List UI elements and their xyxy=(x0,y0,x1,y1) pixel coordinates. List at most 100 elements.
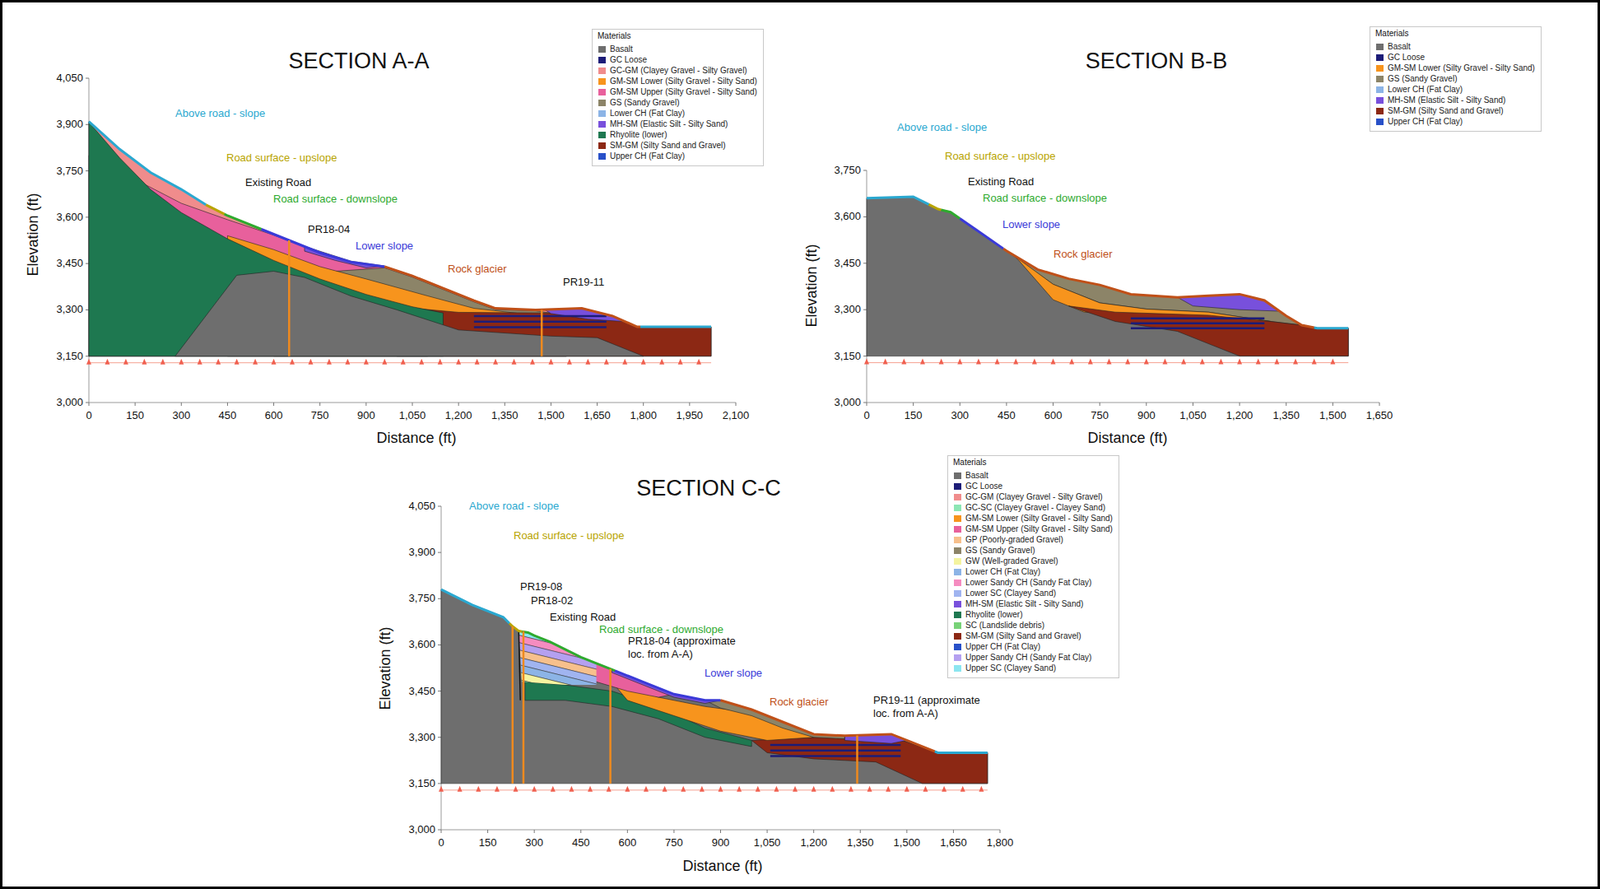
tick-label: 900 xyxy=(1137,409,1156,423)
boundary-marker xyxy=(344,358,350,365)
legend-row: GC Loose xyxy=(1376,51,1535,63)
tick-mark xyxy=(863,309,867,311)
legend-swatch xyxy=(953,568,962,576)
tick-mark xyxy=(1145,402,1147,406)
legend-text: Upper CH (Fat Clay) xyxy=(1387,116,1463,127)
boundary-marker xyxy=(567,358,573,365)
legend-text: GM-SM Lower (Silty Gravel - Silty Sand) xyxy=(965,512,1113,524)
legend-row: GC Loose xyxy=(598,54,758,66)
tick-label: 3,750 xyxy=(408,591,436,605)
legend-swatch xyxy=(953,525,962,533)
annotation: PR18-04 xyxy=(307,223,350,237)
legend-swatch xyxy=(1376,54,1384,61)
boundary-marker xyxy=(1181,358,1187,365)
annotation: PR18-04 (approximate loc. from A-A) xyxy=(627,634,752,661)
boundary-marker xyxy=(1255,358,1261,365)
boundary-marker xyxy=(568,786,574,792)
legend-row: Lower CH (Fat Clay) xyxy=(1376,83,1535,95)
legend-swatch xyxy=(598,153,606,160)
tick-mark xyxy=(580,829,582,833)
tick-mark xyxy=(863,170,867,172)
legend-text: GP (Poorly-graded Gravel) xyxy=(965,534,1064,545)
boundary-marker xyxy=(1013,358,1019,365)
tick-label: 2,100 xyxy=(722,409,750,423)
surface-profile xyxy=(224,213,262,229)
legend-swatch xyxy=(598,56,606,64)
tick-label: 3,450 xyxy=(833,256,861,270)
tick-mark xyxy=(673,829,675,833)
legend-row: GC-SC (Clayey Gravel - Clayey Sand) xyxy=(953,502,1113,513)
tick-mark xyxy=(85,402,89,404)
boundary-marker xyxy=(474,358,480,365)
tick-mark xyxy=(85,78,89,80)
tick-label: 4,050 xyxy=(55,71,84,85)
axis-title: Elevation (ft) xyxy=(24,192,43,276)
legend-text: Upper Sandy CH (Sandy Fat Clay) xyxy=(965,651,1092,663)
legend-text: GC-GM (Clayey Gravel - Silty Gravel) xyxy=(965,491,1103,503)
legend-swatch xyxy=(953,643,962,651)
tick-mark xyxy=(437,829,442,831)
boundary-marker xyxy=(883,358,889,365)
legend-row: SM-GM (Silty Sand and Gravel) xyxy=(1376,105,1535,117)
surface-profile xyxy=(1314,326,1349,331)
legend-swatch xyxy=(1376,97,1384,104)
annotation: Lower slope xyxy=(355,239,414,253)
tick-label: 1,650 xyxy=(1366,409,1394,423)
surface-profile xyxy=(88,121,206,205)
tick-mark xyxy=(550,402,552,406)
boundary-marker xyxy=(885,786,891,792)
tick-mark xyxy=(85,170,89,172)
legend-title: Materials xyxy=(597,31,632,42)
tick-mark xyxy=(85,216,89,218)
tick-mark xyxy=(88,402,90,406)
legend-swatch xyxy=(953,536,962,544)
boundary-marker xyxy=(104,358,110,365)
annotation: Rock glacier xyxy=(447,262,507,276)
legend-row: GC-GM (Clayey Gravel - Silty Gravel) xyxy=(953,491,1113,503)
legend-text: MH-SM (Elastic Silt - Silty Sand) xyxy=(965,598,1084,610)
surface-profile xyxy=(959,218,1004,250)
legend-text: Basalt xyxy=(1387,41,1411,52)
tick-label: 1,500 xyxy=(893,836,921,850)
section-plot xyxy=(85,78,736,406)
legend-text: SC (Landslide debris) xyxy=(965,619,1045,631)
surface-profile xyxy=(929,204,942,210)
boundary-marker xyxy=(548,358,554,365)
legend-text: MH-SM (Elastic Silt - Silty Sand) xyxy=(609,118,728,130)
tick-label: 3,750 xyxy=(55,164,84,178)
legend-row: GM-SM Lower (Silty Gravel - Silty Sand) xyxy=(598,75,758,87)
legend-row: GC Loose xyxy=(953,480,1113,492)
surface-profile xyxy=(441,589,510,624)
annotation: Lower slope xyxy=(704,666,763,680)
tick-mark xyxy=(596,402,598,406)
tick-mark xyxy=(912,402,914,406)
boundary-marker xyxy=(1051,358,1056,365)
tick-mark xyxy=(813,829,814,833)
boundary-marker xyxy=(1293,358,1298,365)
legend-row: GS (Sandy Gravel) xyxy=(953,544,1113,556)
tick-mark xyxy=(1379,402,1381,406)
section-title: SECTION B-B xyxy=(1085,47,1228,75)
legend-row: GW (Well-graded Gravel) xyxy=(953,555,1113,567)
tick-mark xyxy=(735,402,737,406)
surface-profile xyxy=(934,751,988,753)
tick-label: 300 xyxy=(525,836,544,850)
annotation: Road surface - upslope xyxy=(226,151,337,165)
tick-label: 600 xyxy=(618,836,637,850)
annotation: Existing Road xyxy=(245,176,312,190)
annotation: Above road - slope xyxy=(897,120,987,135)
annotation: Road surface - downslope xyxy=(982,191,1107,205)
legend-text: GC Loose xyxy=(609,54,647,66)
tick-label: 600 xyxy=(1044,409,1063,423)
tick-mark xyxy=(441,829,442,833)
annotation: Existing Road xyxy=(967,175,1034,189)
boundary-marker xyxy=(678,358,684,365)
legend-text: GC Loose xyxy=(965,480,1003,492)
boundary-marker xyxy=(1125,358,1131,365)
legend-row: GP (Poorly-graded Gravel) xyxy=(953,534,1113,545)
boundary-marker xyxy=(587,786,593,792)
tick-mark xyxy=(863,262,867,264)
legend-row: Upper CH (Fat Clay) xyxy=(598,150,758,162)
boundary-marker xyxy=(400,358,406,365)
